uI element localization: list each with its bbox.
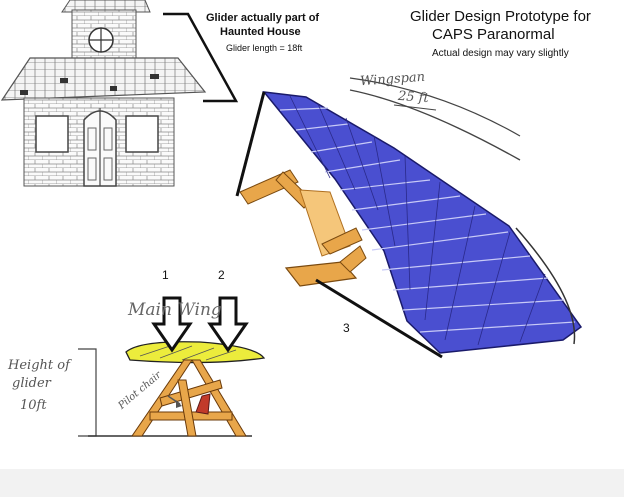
- solar-wing: [262, 89, 583, 354]
- glider-length-note: Glider length = 18ft: [226, 43, 303, 53]
- page-subtitle: Actual design may vary slightly: [432, 48, 569, 59]
- main-wing-label: Main Wing: [128, 300, 222, 320]
- arrow-marker-1: [151, 296, 193, 353]
- marker-label-2: 2: [218, 268, 225, 282]
- support-line-left: [235, 91, 266, 197]
- wingspan-arc: [349, 77, 521, 137]
- page-title-line1: Glider Design Prototype for: [410, 8, 591, 25]
- support-line-right: [315, 278, 443, 359]
- house-bracket: [163, 12, 239, 103]
- arrow-marker-2: [207, 296, 249, 353]
- height-label-line2: glider: [12, 376, 51, 391]
- bottom-band: [0, 469, 624, 497]
- haunted-house-sketch: [0, 0, 207, 187]
- height-label-line1: Height of: [8, 358, 70, 373]
- marker-label-3: 3: [343, 321, 350, 335]
- house-note-line2: Haunted House: [220, 26, 301, 38]
- page-title-line2: CAPS Paranormal: [432, 26, 555, 43]
- glider-frame: [239, 169, 367, 287]
- lower-glider-sketch: [78, 341, 266, 437]
- marker-label-1: 1: [162, 268, 169, 282]
- house-note-line1: Glider actually part of: [206, 12, 320, 24]
- height-label-line3: 10ft: [20, 398, 47, 413]
- wingspan-value: 25 ft: [397, 88, 430, 107]
